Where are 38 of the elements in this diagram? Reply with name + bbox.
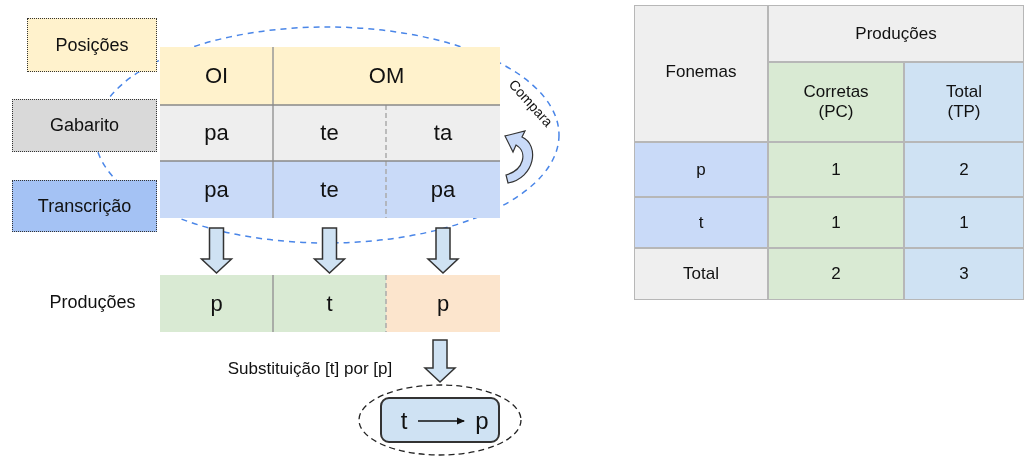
- dashed-ellipse: [358, 384, 522, 456]
- table-cell: 1: [768, 142, 904, 197]
- block-arrow: [426, 227, 460, 275]
- label-box: Gabarito: [12, 99, 157, 152]
- block-arrow: [312, 227, 347, 275]
- arrow: [417, 417, 465, 425]
- table-cell: p: [634, 142, 768, 197]
- label-box: Posições: [27, 18, 157, 72]
- table-cell: Total (TP): [904, 62, 1024, 142]
- table-cell: p: [160, 275, 273, 332]
- caption-text: Substituição [t] por [p]: [226, 358, 394, 380]
- letter: t: [392, 403, 416, 439]
- table-cell: 1: [904, 197, 1024, 248]
- table-cell: te: [273, 161, 386, 218]
- table-cell: 3: [904, 248, 1024, 300]
- table-cell: 1: [768, 197, 904, 248]
- table-cell: Corretas (PC): [768, 62, 904, 142]
- rounded-box: [380, 397, 500, 443]
- table-cell: t: [634, 197, 768, 248]
- table-cell: te: [273, 105, 386, 161]
- letter: p: [470, 403, 494, 439]
- table-cell: pa: [160, 161, 273, 218]
- block-arrow: [199, 227, 234, 275]
- table-cell: p: [386, 275, 500, 332]
- table-cell: Fonemas: [634, 5, 768, 142]
- label-box: Transcrição: [12, 180, 157, 232]
- table-cell: pa: [160, 105, 273, 161]
- table-cell: 2: [904, 142, 1024, 197]
- table-cell: ta: [386, 105, 500, 161]
- table-cell: pa: [386, 161, 500, 218]
- block-arrow: [423, 339, 457, 384]
- table-cell: t: [273, 275, 386, 332]
- text-label: Produções: [48, 290, 137, 314]
- table-cell: OM: [273, 47, 500, 105]
- table-cell: OI: [160, 47, 273, 105]
- table-cell: Total: [634, 248, 768, 300]
- table-cell: Produções: [768, 5, 1024, 62]
- table-cell: 2: [768, 248, 904, 300]
